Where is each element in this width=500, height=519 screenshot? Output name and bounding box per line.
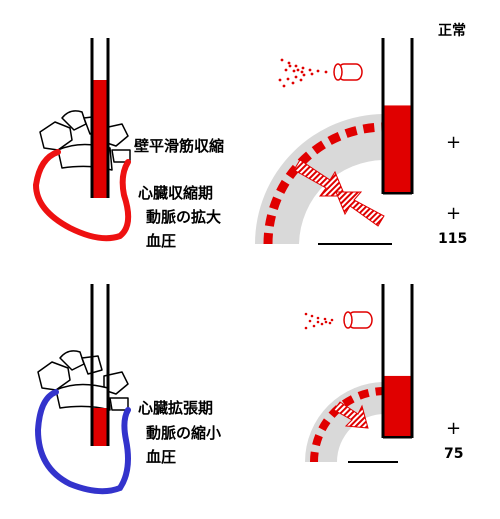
- diastole-dashed-wall: [310, 387, 386, 463]
- normal-header: 正常: [438, 23, 466, 39]
- systole-wall-label: 壁平滑筋収縮: [134, 137, 225, 155]
- systole-spray: [278, 58, 363, 88]
- systole-pressure-sign: +: [446, 203, 462, 224]
- systole-arrow-in: [335, 191, 385, 227]
- diastole-nozzle: [343, 311, 373, 329]
- diastole-arrow-in: [333, 401, 369, 429]
- diastole-manometer-right: [381, 284, 414, 439]
- systole-pressure-value: 115: [438, 231, 468, 247]
- systole-pressure-label: 血圧: [146, 232, 177, 250]
- systole-wall-sign: +: [446, 132, 462, 153]
- diastole-spray: [304, 311, 373, 330]
- systole-phase-label: 心臓収縮期: [138, 184, 214, 202]
- diastole-pressure-value: 75: [444, 446, 464, 462]
- systole-arrow-out: [293, 159, 346, 197]
- heart-outline-systole: [32, 149, 132, 242]
- diastole-left-blood-column: [93, 408, 107, 446]
- systole-artery-label: 動脈の拡大: [146, 208, 222, 226]
- diastole-vessel-wall: [305, 382, 385, 462]
- diastole-heart: [34, 350, 131, 495]
- systole-left-blood-column: [93, 80, 107, 198]
- systole-manometer-left: [90, 38, 110, 198]
- systole-manometer-right: [381, 38, 414, 195]
- systole-vessel: [255, 114, 392, 245]
- diastole-manometer-left: [90, 284, 110, 446]
- diastole-pressure-sign: +: [446, 418, 462, 439]
- systole-right-blood-column: [384, 105, 411, 192]
- systole-nozzle: [333, 63, 363, 81]
- diastole-artery-label: 動脈の縮小: [146, 424, 222, 442]
- diastole-right-blood-column: [384, 375, 411, 436]
- systole-heart: [32, 110, 132, 242]
- diastole-vessel: [305, 382, 398, 463]
- heart-outline-diastole: [34, 389, 131, 495]
- diastole-pressure-label: 血圧: [146, 448, 177, 466]
- diastole-phase-label: 心臓拡張期: [138, 399, 214, 417]
